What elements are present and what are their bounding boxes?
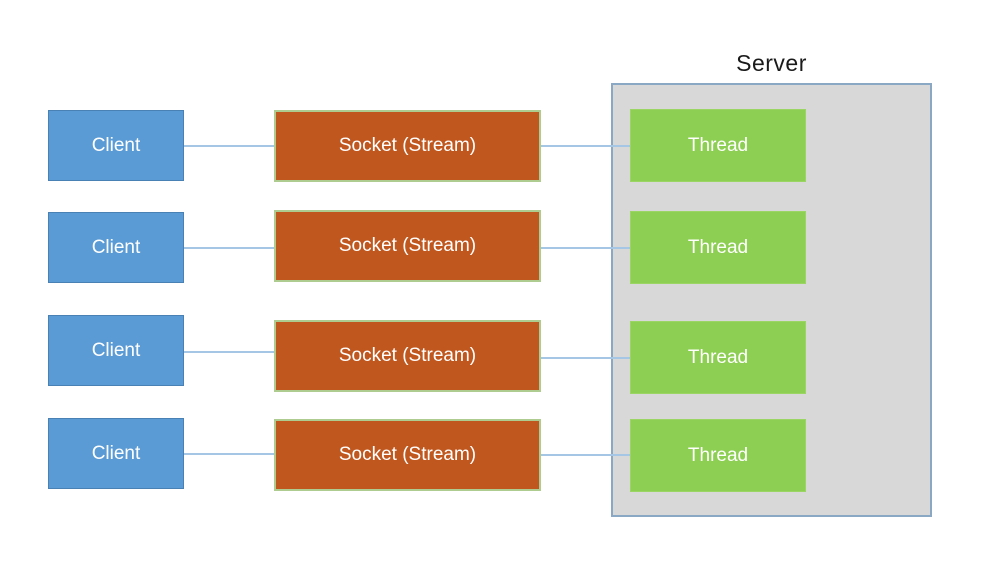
socket-box: Socket (Stream) <box>274 419 541 491</box>
client-socket-connector <box>184 351 274 353</box>
thread-box: Thread <box>630 419 806 492</box>
socket-thread-connector <box>541 247 630 249</box>
socket-box: Socket (Stream) <box>274 210 541 282</box>
client-box: Client <box>48 212 184 283</box>
socket-box: Socket (Stream) <box>274 110 541 182</box>
thread-box: Thread <box>630 109 806 182</box>
socket-thread-connector <box>541 454 630 456</box>
socket-box: Socket (Stream) <box>274 320 541 392</box>
server-label: Server <box>736 50 807 76</box>
client-socket-connector <box>184 247 274 249</box>
thread-box: Thread <box>630 321 806 394</box>
thread-box: Thread <box>630 211 806 284</box>
socket-thread-connector <box>541 357 630 359</box>
client-box: Client <box>48 110 184 181</box>
client-socket-connector <box>184 145 274 147</box>
client-box: Client <box>48 315 184 386</box>
client-socket-connector <box>184 453 274 455</box>
client-box: Client <box>48 418 184 489</box>
socket-thread-connector <box>541 145 630 147</box>
